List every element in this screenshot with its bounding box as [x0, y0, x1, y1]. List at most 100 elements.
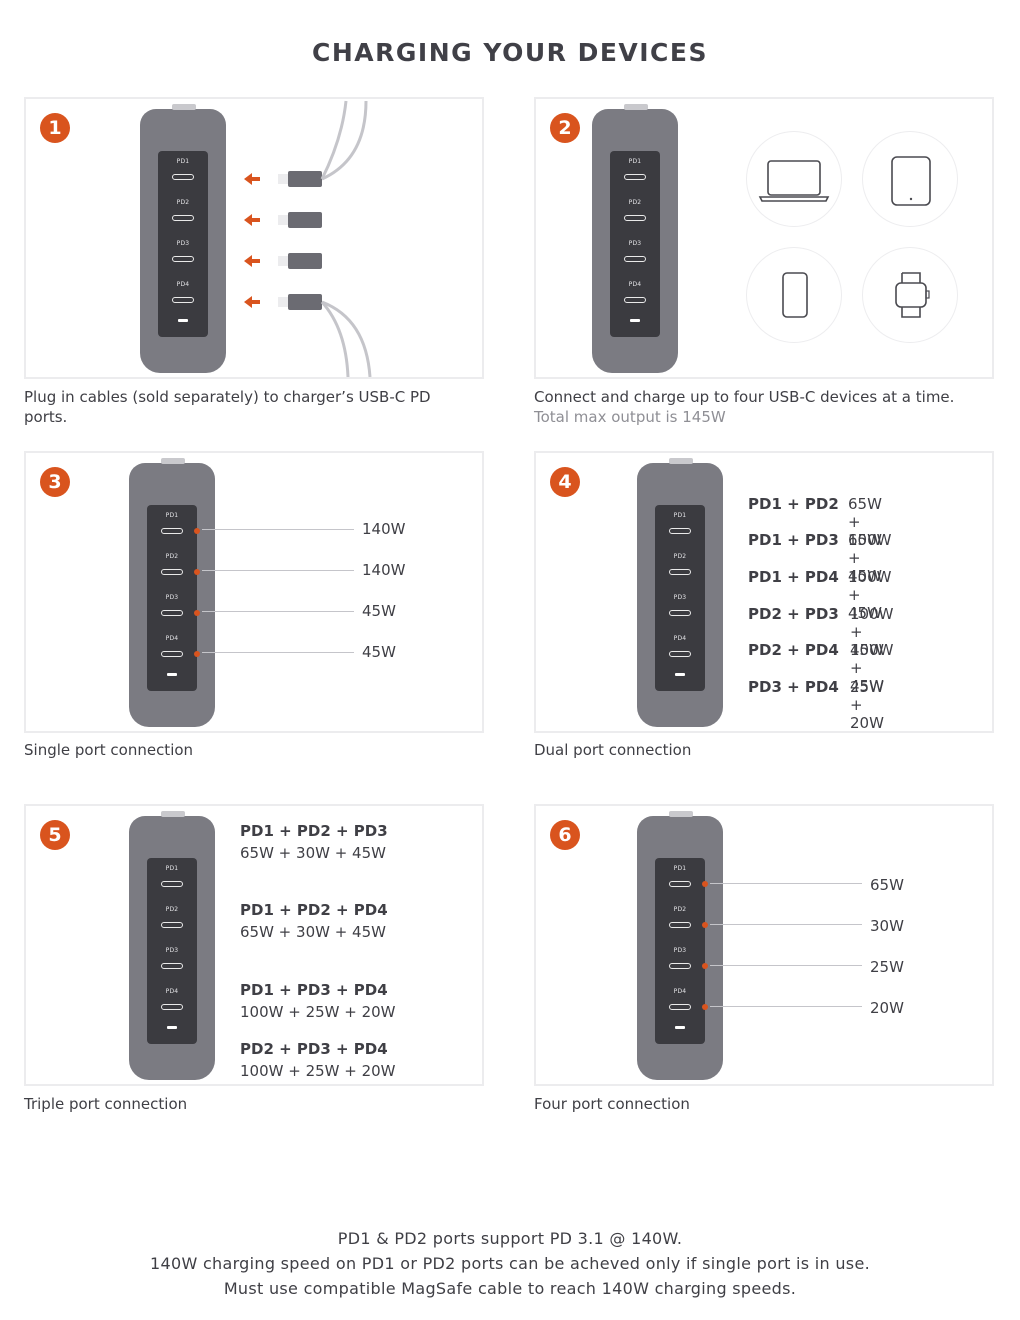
combo-ports: PD1 + PD2 + PD4 — [240, 901, 388, 919]
port-indicator-dot — [702, 881, 708, 887]
leader-line — [202, 570, 354, 571]
step-number-badge: 3 — [40, 467, 70, 497]
charger-illustration: PD1 PD2 PD3 PD4 — [637, 458, 723, 727]
port-label: PD2 — [673, 553, 687, 560]
dual-combo-row: PD2 + PD3 100W + 45W — [748, 605, 893, 659]
charger-illustration: PD1 PD2 PD3 PD4 — [129, 811, 215, 1080]
port-pd1: PD1 — [655, 509, 705, 547]
port-label: PD4 — [673, 988, 687, 995]
combo-watts: 25W + 20W — [850, 678, 884, 732]
port-pd4: PD4 — [158, 278, 208, 316]
step-number-badge: 4 — [550, 467, 580, 497]
port-pd2: PD2 — [655, 550, 705, 588]
watch-icon — [862, 247, 958, 343]
port-label: PD3 — [176, 240, 190, 247]
step-3-panel: 3 PD1 PD2 PD3 PD4 140W 140W 45W 45W — [24, 451, 484, 733]
triple-combo: PD2 + PD3 + PD4 100W + 25W + 20W — [240, 1038, 396, 1082]
step-number-badge: 5 — [40, 820, 70, 850]
ac-plug — [161, 458, 185, 464]
step-2-panel: 2 PD1 PD2 PD3 PD4 — [534, 97, 994, 379]
leader-line — [710, 924, 862, 925]
port-pd4: PD4 — [655, 632, 705, 670]
combo-watts: 65W + 30W + 45W — [240, 923, 386, 941]
usb-c-slot — [172, 215, 194, 221]
pd2-output-label: 140W — [362, 561, 406, 579]
status-led — [675, 1026, 685, 1029]
leader-line — [202, 652, 354, 653]
usb-c-slot — [669, 651, 691, 657]
port-pd3: PD3 — [655, 944, 708, 982]
ac-plug — [669, 811, 693, 817]
usb-c-slot — [161, 651, 183, 657]
charger-illustration: PD1 PD2 PD3 PD4 — [129, 458, 215, 727]
port-face: PD1 PD2 PD3 PD4 — [610, 151, 660, 337]
port-label: PD4 — [165, 635, 179, 642]
port-indicator-dot — [702, 1004, 708, 1010]
port-label: PD2 — [673, 906, 687, 913]
status-led — [630, 319, 640, 322]
port-pd1: PD1 — [158, 155, 208, 193]
pd3-output-label: 25W — [870, 958, 904, 976]
port-pd2: PD2 — [655, 903, 708, 941]
combo-watts: 100W + 45W — [850, 605, 894, 659]
usb-c-slot — [161, 610, 183, 616]
port-label: PD2 — [165, 906, 179, 913]
port-face: PD1 PD2 PD3 PD4 — [147, 505, 200, 691]
usb-c-slot — [669, 1004, 691, 1010]
port-pd3: PD3 — [147, 591, 200, 629]
port-label: PD4 — [673, 635, 687, 642]
combo-watts: 100W + 25W + 20W — [240, 1062, 396, 1080]
pd1-output-label: 65W — [870, 876, 904, 894]
port-label: PD1 — [673, 865, 687, 872]
step-2-subcaption: Total max output is 145W — [534, 408, 726, 426]
usb-c-slot — [161, 963, 183, 969]
combo-ports: PD2 + PD3 — [748, 605, 839, 623]
step-3-caption: Single port connection — [24, 741, 194, 759]
footer-note-1: PD1 & PD2 ports support PD 3.1 @ 140W. — [337, 1229, 683, 1248]
port-pd3: PD3 — [158, 237, 208, 275]
port-label: PD1 — [673, 512, 687, 519]
usb-c-connectors — [278, 171, 322, 310]
tablet-icon — [862, 131, 958, 227]
step-1-caption: Plug in cables (sold separately) to char… — [24, 388, 431, 426]
usb-c-slot — [624, 297, 646, 303]
port-indicator-dot — [194, 651, 200, 657]
combo-watts: 100W + 25W + 20W — [240, 1003, 396, 1021]
usb-c-slot — [172, 174, 194, 180]
port-label: PD2 — [176, 199, 190, 206]
status-led — [167, 673, 177, 676]
port-face: PD1 PD2 PD3 PD4 — [655, 505, 705, 691]
port-label: PD1 — [165, 512, 179, 519]
ac-plug — [161, 811, 185, 817]
port-face: PD1 PD2 PD3 PD4 — [655, 858, 708, 1044]
port-indicator-dot — [194, 610, 200, 616]
port-indicator-dot — [194, 569, 200, 575]
page-title: CHARGING YOUR DEVICES — [312, 38, 708, 67]
phone-icon — [746, 247, 842, 343]
insert-arrows — [244, 173, 260, 308]
leader-line — [202, 529, 354, 530]
usb-c-slot — [161, 1004, 183, 1010]
pd2-output-label: 30W — [870, 917, 904, 935]
step-6-caption: Four port connection — [534, 1095, 690, 1113]
cables-illustration — [244, 100, 372, 377]
triple-combo: PD1 + PD2 + PD4 65W + 30W + 45W — [240, 899, 388, 943]
step-number-badge: 2 — [550, 113, 580, 143]
leader-line — [710, 965, 862, 966]
port-pd1: PD1 — [610, 155, 660, 193]
step-5-caption: Triple port connection — [24, 1095, 188, 1113]
usb-c-slot — [161, 569, 183, 575]
port-pd2: PD2 — [610, 196, 660, 234]
combo-ports: PD2 + PD3 + PD4 — [240, 1040, 388, 1058]
combo-ports: PD1 + PD4 — [748, 568, 839, 586]
pd3-output-label: 45W — [362, 602, 396, 620]
usb-c-slot — [172, 256, 194, 262]
ac-plug — [624, 104, 648, 110]
port-indicator-dot — [702, 963, 708, 969]
port-pd4: PD4 — [610, 278, 660, 316]
usb-c-slot — [669, 963, 691, 969]
